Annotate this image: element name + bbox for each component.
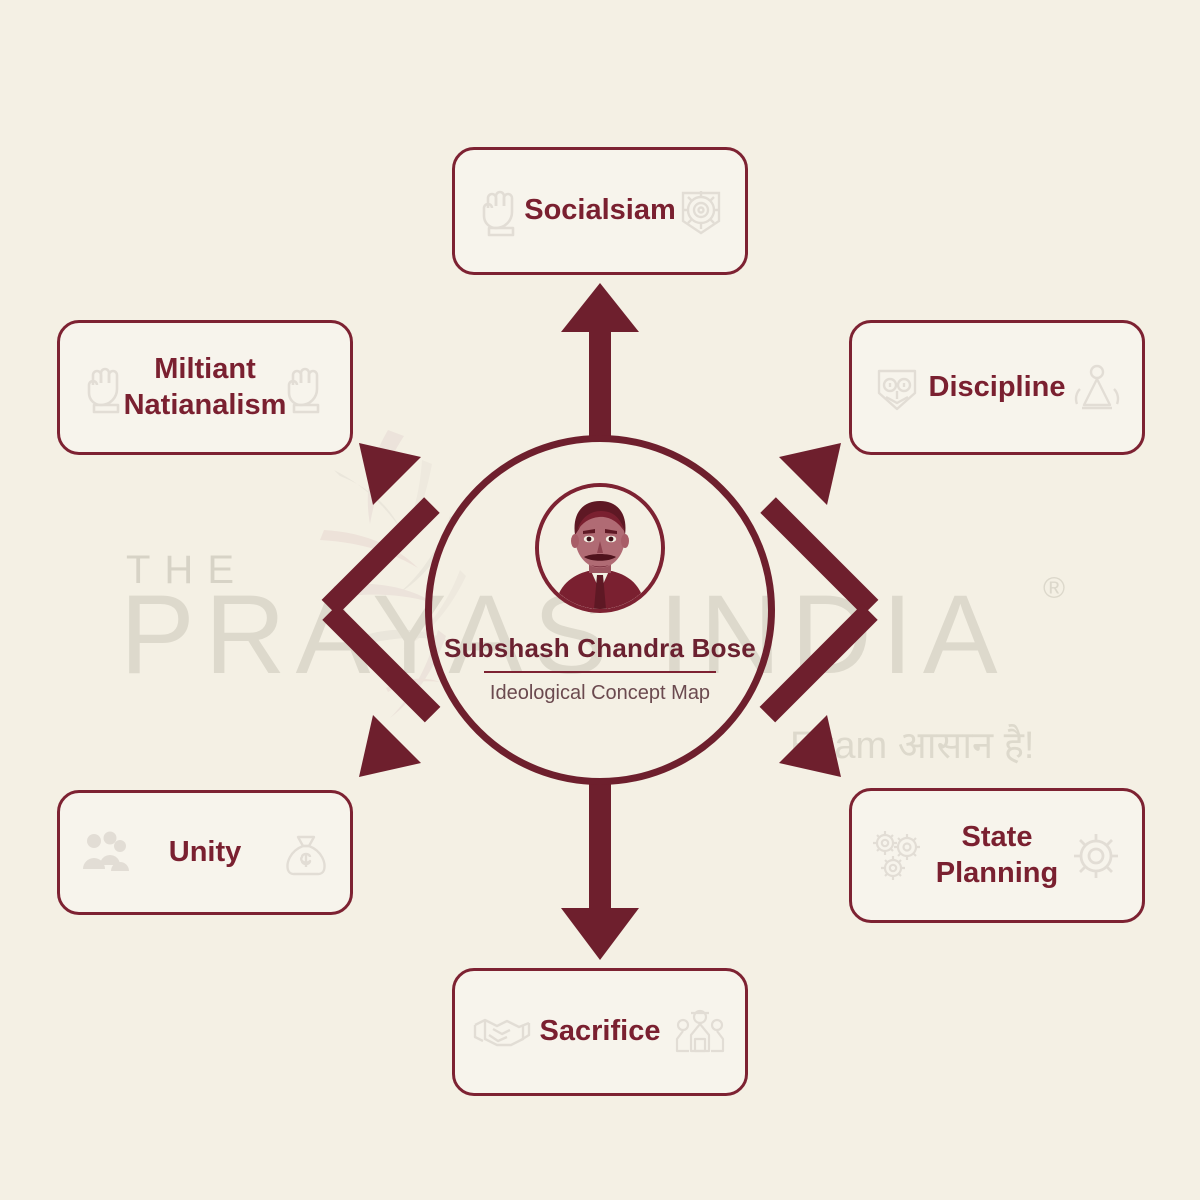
raised-fist-icon [482, 190, 515, 237]
arrow-up-right-discipline [760, 443, 879, 616]
emblem-badge-icon [681, 191, 721, 235]
handshake-icon [473, 1018, 531, 1047]
standing-figure-icon [1074, 364, 1120, 409]
node-label-line1: Miltiant [154, 353, 256, 386]
node-label-line1: State [961, 821, 1033, 854]
hub-title: Subshash Chandra Bose [444, 633, 756, 663]
arrow-up-left-militant [321, 443, 440, 616]
raised-fist-icon [87, 367, 120, 413]
soldiers-icon [675, 1009, 725, 1053]
node-state-planning[interactable]: State Planning [849, 788, 1145, 923]
node-label-line2: Planning [935, 856, 1059, 889]
raised-fist-icon [287, 367, 320, 413]
node-label: Unity [168, 835, 242, 868]
node-label: State Planning [930, 820, 1064, 891]
node-label-line2: Natianalism [123, 388, 287, 421]
arrow-down-sacrifice [561, 778, 639, 960]
arrow-down-left-unity [322, 604, 441, 777]
node-socialism[interactable]: Socialsiam [452, 147, 748, 275]
hub-divider [484, 671, 716, 673]
node-label: Sacrifice [539, 1015, 661, 1048]
people-group-icon [83, 831, 129, 871]
node-sacrifice[interactable]: Sacrifice [452, 968, 748, 1096]
node-label: Miltiant Natianalism [118, 352, 293, 423]
node-label: Socialsiam [524, 194, 676, 227]
money-bag-icon [286, 835, 326, 875]
node-discipline[interactable]: Discipline [849, 320, 1145, 455]
shield-lion-icon [877, 369, 917, 410]
gears-cluster-icon [873, 830, 920, 880]
node-militant-nationalism[interactable]: Miltiant Natianalism [57, 320, 353, 455]
gear-icon [1074, 833, 1118, 878]
arrow-down-right-state-planning [759, 604, 878, 777]
node-label: Discipline [928, 370, 1066, 403]
hub-circle [425, 435, 775, 785]
hub-subtitle: Ideological Concept Map [489, 682, 711, 704]
arrow-up-socialism [561, 283, 639, 442]
node-unity[interactable]: Unity [57, 790, 353, 915]
subhash-chandra-bose-portrait-icon [535, 483, 665, 613]
hub-content: Subshash Chandra Bose Ideological Concep… [425, 435, 775, 785]
